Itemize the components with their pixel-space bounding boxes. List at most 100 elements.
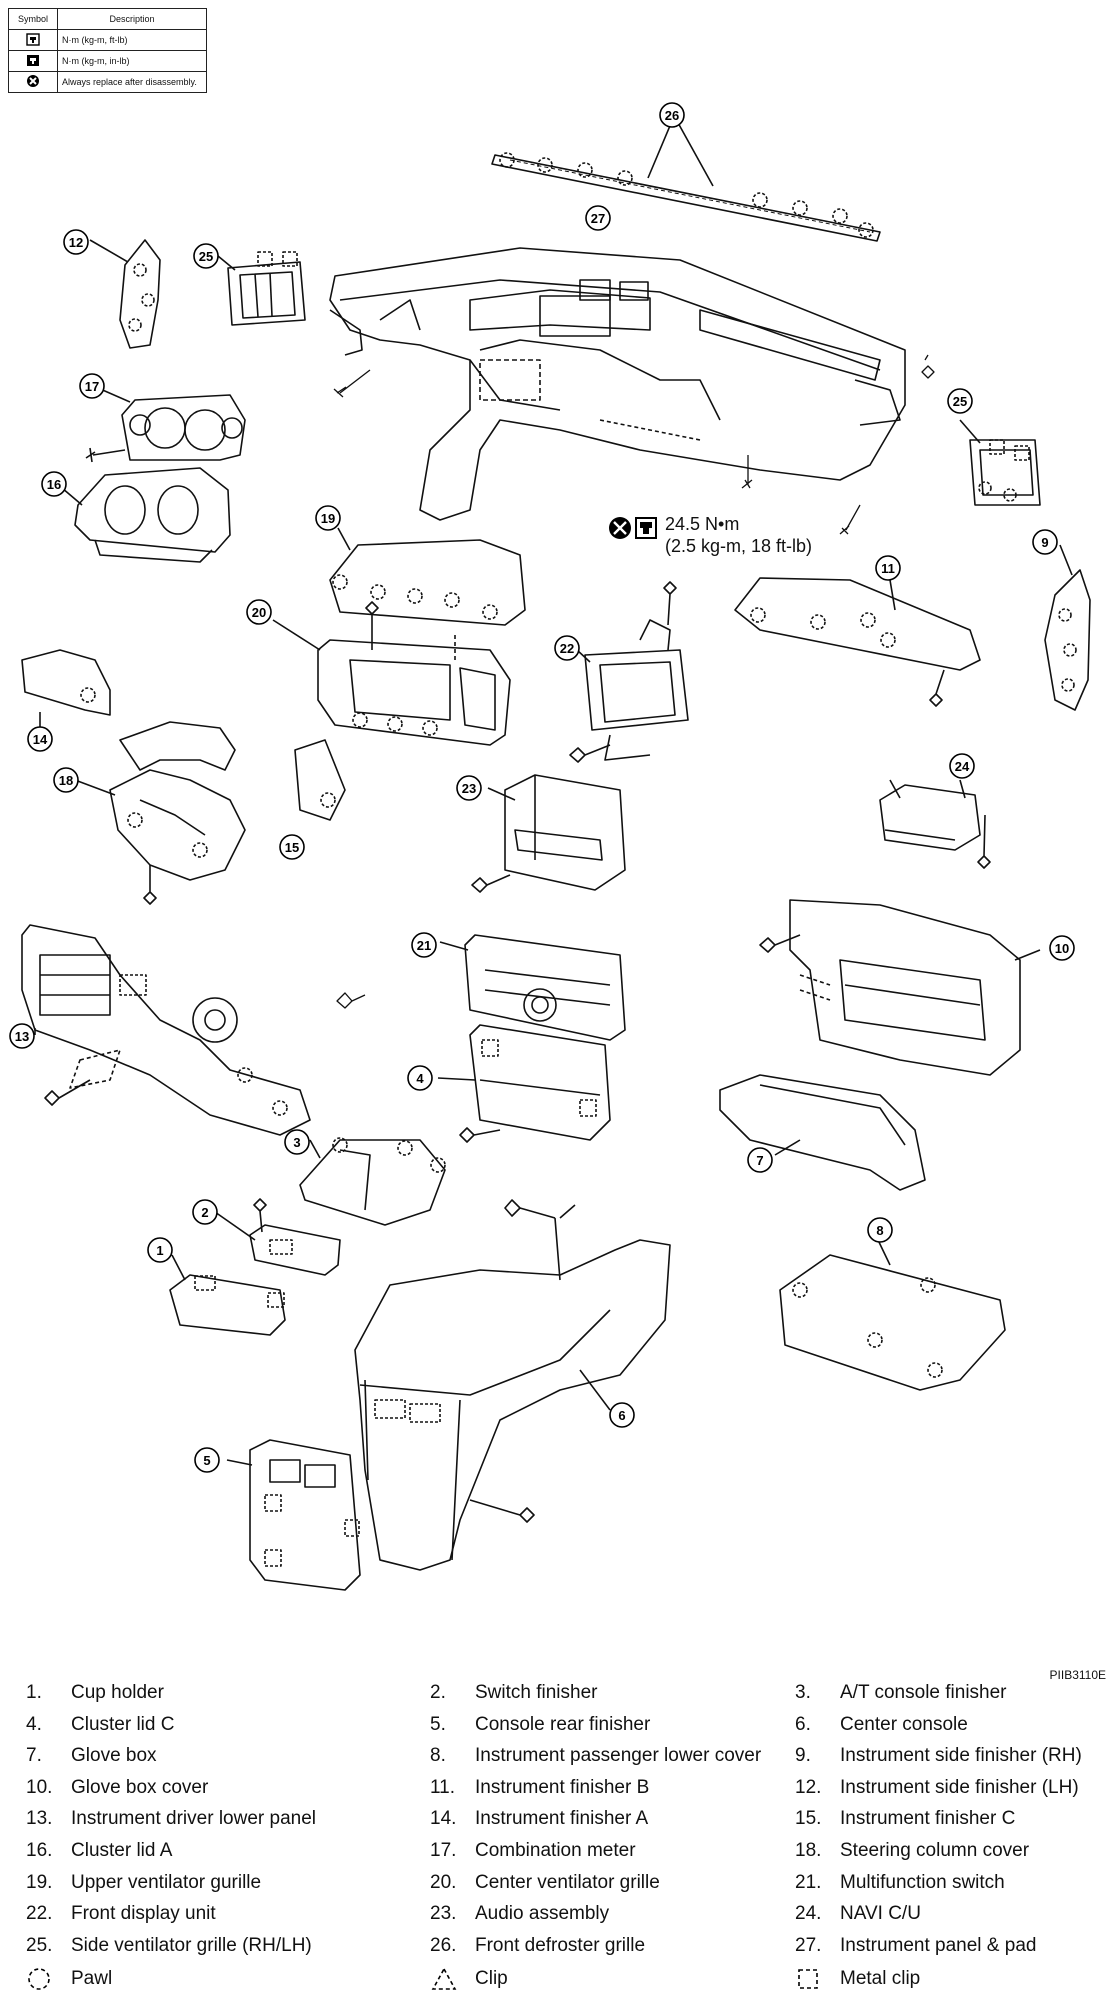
part-number: 4.: [26, 1713, 42, 1735]
part-item: 14. Instrument finisher A: [430, 1808, 750, 1832]
cup-holder: [169, 1254, 286, 1336]
callout-2: 2: [192, 1199, 218, 1225]
callout-6: 6: [609, 1402, 635, 1428]
part-item: 15.Instrument finisher C: [795, 1808, 1115, 1832]
callout-number: 12: [69, 235, 83, 250]
callout-number: 18: [59, 773, 73, 788]
part-number: 7.: [26, 1745, 42, 1767]
part-label: NAVI C/U: [840, 1903, 921, 1925]
callout-4: 4: [407, 1065, 433, 1091]
part-number: 20.: [430, 1871, 457, 1893]
callout-number: 21: [417, 938, 431, 953]
part-number: 16.: [26, 1840, 53, 1861]
part-item: 22. Front display unit: [26, 1903, 346, 1927]
callout-number: 25: [953, 394, 967, 409]
callout-number: 17: [85, 379, 99, 394]
part-label: Instrument finisher A: [475, 1808, 649, 1830]
part-number: 21.: [795, 1871, 822, 1893]
part-number: 10.: [26, 1776, 53, 1798]
callout-number: 7: [756, 1153, 763, 1168]
center-ventilator-grille: [272, 601, 511, 746]
part-label: Audio assembly: [475, 1903, 610, 1925]
callout-number: 25: [199, 249, 213, 264]
part-number: 9.: [795, 1745, 811, 1767]
part-label: Instrument passenger lower cover: [475, 1745, 762, 1767]
part-label: Center ventilator grille: [475, 1871, 660, 1893]
part-item: 2.Switch finisher: [430, 1682, 750, 1706]
callout-27: 27: [585, 205, 611, 231]
callout-24: 24: [949, 753, 975, 779]
part-item: 7.Glove box: [26, 1745, 346, 1769]
callout-number: 23: [462, 781, 476, 796]
callout-22: 22: [554, 635, 580, 661]
part-item: 25.Side ventilator grille (RH/LH): [26, 1935, 346, 1959]
part-item: 8. Instrument passenger lower cover: [430, 1745, 761, 1769]
part-number: 15.: [795, 1808, 822, 1830]
exploded-diagram: 1234567891011121314151617181920212223242…: [9, 102, 1091, 1591]
part-number: 11.: [430, 1776, 456, 1798]
symbol-legend-item: Clip: [430, 1966, 730, 1998]
part-number: 26.: [430, 1934, 457, 1956]
part-item: 4.Cluster lid C: [26, 1714, 346, 1738]
part-label: Front display unit: [71, 1903, 216, 1925]
callout-number: 9: [1041, 535, 1048, 550]
callout-20: 20: [246, 599, 272, 625]
part-item: 19. Upper ventilator gurille: [26, 1872, 346, 1896]
glove-box-cover: [759, 899, 1041, 1076]
callout-number: 19: [321, 511, 335, 526]
part-label: Instrument finisher B: [475, 1776, 650, 1798]
clip-icon: [430, 1966, 458, 1998]
part-label: Instrument driver lower panel: [71, 1808, 316, 1830]
combination-meter: [85, 387, 246, 463]
symbol-legend-item: Pawl: [26, 1968, 326, 1996]
callout-number: 20: [252, 605, 266, 620]
front-defroster-grille: [491, 120, 881, 242]
part-label: Console rear finisher: [475, 1713, 651, 1735]
part-number: 6.: [795, 1713, 811, 1735]
callout-3: 3: [284, 1129, 310, 1155]
callout-11: 11: [875, 555, 901, 581]
navi-cu: [879, 779, 991, 869]
callout-5: 5: [194, 1447, 220, 1473]
part-number: 22.: [26, 1903, 53, 1925]
part-number: 27.: [795, 1934, 822, 1956]
always-replace-icon: [609, 517, 631, 539]
callout-12: 12: [63, 229, 89, 255]
part-label: Instrument side finisher (LH): [840, 1776, 1079, 1798]
callout-number: 8: [876, 1223, 883, 1238]
part-number: 19.: [26, 1871, 53, 1893]
callout-number: 24: [955, 759, 970, 774]
part-label: Upper ventilator gurille: [71, 1871, 262, 1893]
callout-number: 14: [33, 732, 48, 747]
part-label: Steering column cover: [840, 1840, 1030, 1861]
instrument-side-finisher-lh: [89, 239, 161, 349]
callout-21: 21: [411, 932, 437, 958]
callout-number: 6: [618, 1408, 625, 1423]
callout-number: 16: [47, 477, 61, 492]
part-number: 13.: [26, 1808, 53, 1830]
upper-ventilator-grille: [329, 527, 526, 626]
torque-ft-lb-icon: [635, 517, 657, 539]
callout-25: 25: [947, 388, 973, 414]
callout-15: 15: [279, 834, 305, 860]
part-item: 24.NAVI C/U: [795, 1903, 1115, 1927]
part-number: 18.: [795, 1840, 822, 1861]
part-item: 21.Multifunction switch: [795, 1872, 1115, 1896]
symbol-legend-label: Metal clip: [840, 1968, 921, 1990]
instrument-driver-lower-panel: [21, 924, 311, 1136]
instrument-finisher-c: [294, 739, 346, 821]
screws: [333, 354, 935, 1009]
metal-clip-icon: [795, 1966, 821, 1998]
callout-number: 3: [293, 1135, 300, 1150]
callout-number: 27: [591, 211, 605, 226]
instrument-panel-and-pad: [329, 247, 906, 521]
symbol-legend-label: Clip: [475, 1968, 508, 1990]
torque-value-nm: 24.5 N•m: [665, 514, 740, 534]
multifunction-switch: [439, 934, 626, 1041]
part-number: 8.: [430, 1745, 446, 1767]
callout-18: 18: [53, 767, 79, 793]
part-item: 26.Front defroster grille: [430, 1935, 750, 1959]
part-number: 14.: [430, 1808, 457, 1830]
cluster-lid-c: [437, 1024, 611, 1143]
